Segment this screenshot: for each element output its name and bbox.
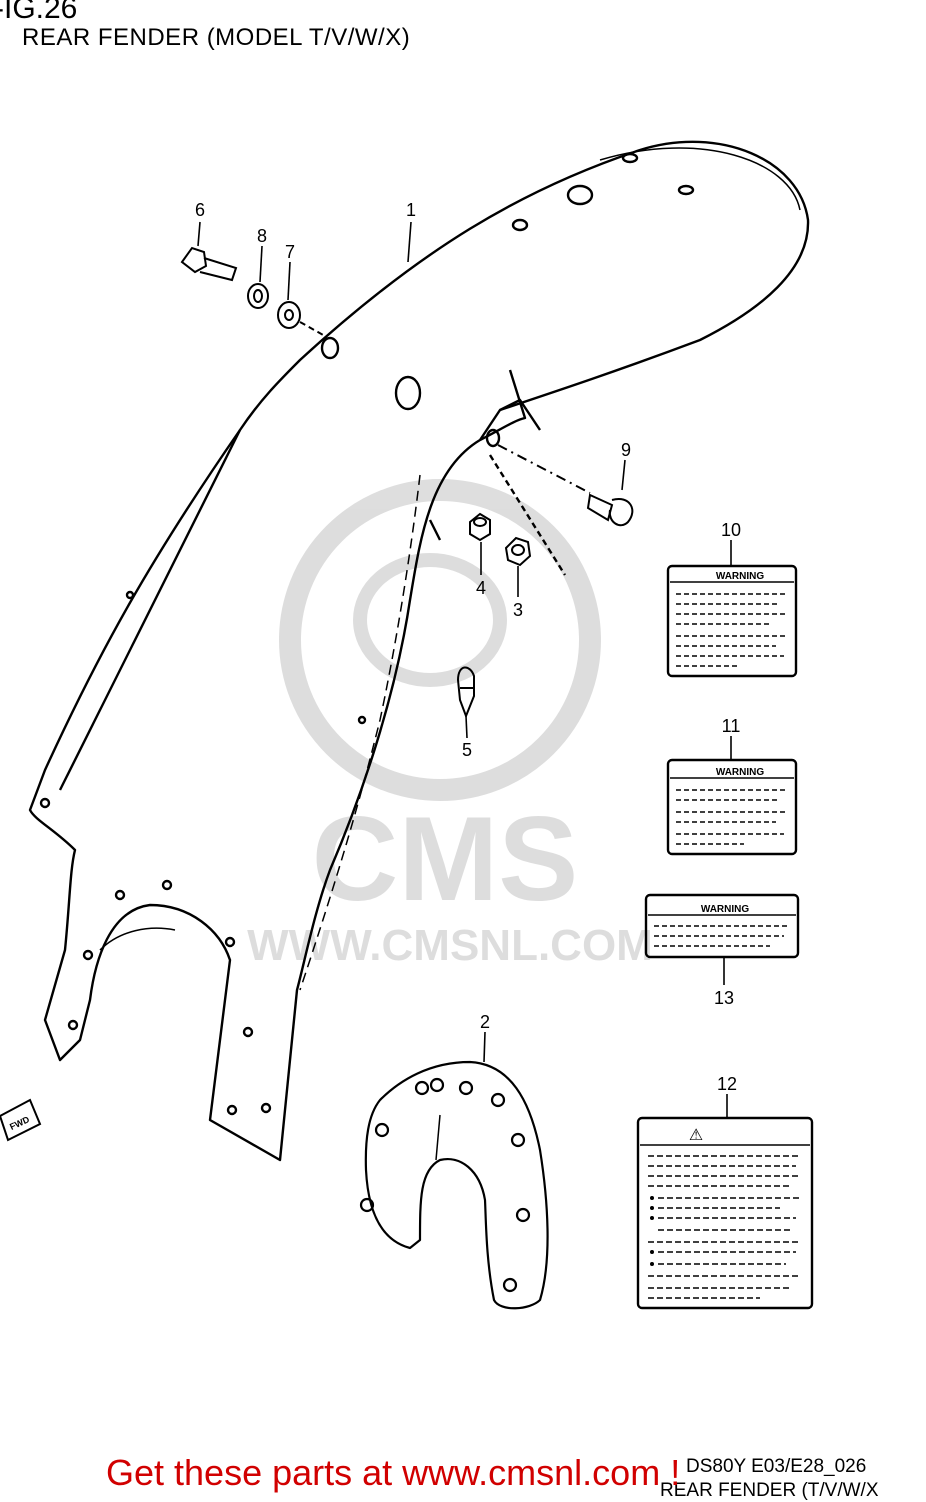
warning-label-13: WARNING	[644, 893, 800, 959]
rear-fender	[28, 140, 810, 1162]
nut-4	[469, 512, 491, 542]
callout-11: 11	[722, 716, 741, 736]
label-11-warning-text: WARNING	[716, 767, 765, 778]
callout-1: 1	[406, 200, 416, 220]
callout-6: 6	[195, 200, 205, 220]
warning-label-11: WARNING	[666, 758, 798, 856]
nut-3	[504, 536, 532, 567]
washer-8	[247, 283, 269, 309]
callout-3: 3	[513, 600, 523, 620]
label-12-warning-symbol: ⚠	[689, 1125, 703, 1144]
buy-parts-link[interactable]: Get these parts at www.cmsnl.com !	[106, 1452, 680, 1494]
clamp-5	[456, 666, 475, 719]
watermark-brand: CMS	[312, 792, 579, 926]
watermark-mascot	[279, 479, 601, 801]
callout-8: 8	[257, 226, 267, 246]
leader-lines	[197, 221, 732, 1118]
label-13-warning-text: WARNING	[701, 904, 750, 915]
bolt-9	[497, 444, 634, 527]
watermark: CMS WWW.CMSNL.COM	[247, 479, 653, 970]
callout-7: 7	[285, 242, 295, 262]
callout-4: 4	[476, 578, 486, 598]
diagram-code: DS80Y E03/E28_026	[686, 1456, 867, 1477]
callout-10: 10	[721, 520, 741, 540]
callout-numbers: 1 6 8 7 9 4 3 5 10 11 13 2 12	[195, 200, 741, 1094]
caution-label-12: ⚠	[636, 1116, 814, 1310]
callout-5: 5	[462, 740, 472, 760]
callout-9: 9	[621, 440, 631, 460]
callout-13: 13	[714, 988, 734, 1008]
bolt-6	[180, 246, 238, 282]
buy-parts-link-text: Get these parts at www.cmsnl.com !	[106, 1452, 681, 1493]
label-10-warning-text: WARNING	[716, 571, 765, 582]
forward-arrow-icon: FWD	[0, 1098, 42, 1142]
figure-subtitle: REAR FENDER (MODEL T/V/W/X)	[22, 24, 411, 51]
washer-7	[277, 301, 326, 337]
mud-flap-2	[359, 1060, 549, 1310]
callout-2: 2	[480, 1012, 490, 1032]
warning-label-10: WARNING	[666, 564, 798, 678]
diagram-footer-subtitle: REAR FENDER (T/V/W/X	[660, 1480, 879, 1501]
callout-12: 12	[717, 1074, 737, 1094]
figure-number: -IG.26	[0, 0, 78, 25]
